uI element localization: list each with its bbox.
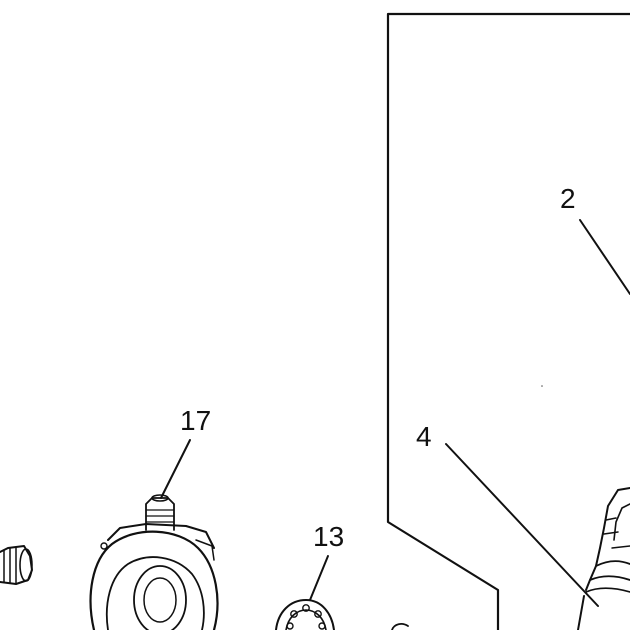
callout-17-leader — [160, 439, 191, 499]
callout-4-leader — [445, 443, 599, 607]
part-13-bearing — [275, 599, 335, 630]
inset-component — [577, 487, 630, 630]
threaded-plug-part — [0, 545, 33, 585]
callout-17-label: 17 — [180, 405, 211, 436]
callout-13-label: 13 — [313, 521, 344, 552]
callout-2-label: 2 — [560, 183, 576, 214]
part-17-pulley-housing — [89, 494, 219, 630]
callout-13-leader — [309, 555, 329, 601]
small-part-fragment — [391, 623, 409, 630]
callout-4-label: 4 — [416, 421, 432, 452]
speck — [541, 385, 543, 387]
inset-frame — [386, 12, 630, 630]
callout-2-leader — [579, 219, 630, 295]
